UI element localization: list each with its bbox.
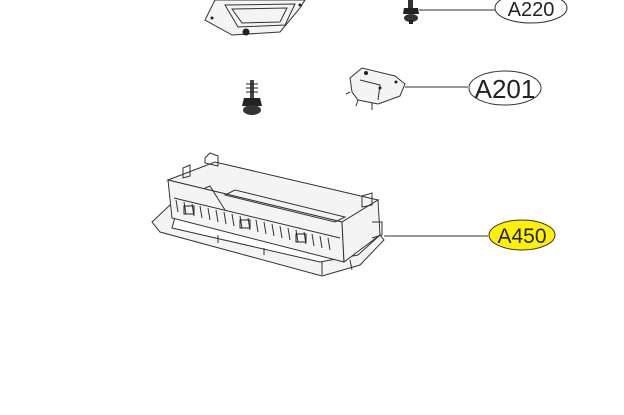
screw: [242, 80, 262, 115]
callout-a450-label: A450: [497, 225, 546, 248]
mounting-bracket: [345, 67, 406, 110]
control-board-housing: [151, 152, 385, 277]
callout-a450: A450: [488, 219, 556, 251]
callout-a220: A220: [494, 0, 568, 24]
callout-a220-label: A220: [508, 0, 555, 21]
callout-a201-label: A201: [475, 74, 536, 104]
screw-a220: [403, 0, 419, 24]
connector-pins: [173, 197, 341, 251]
gasket-plate: [204, 0, 306, 36]
callout-a201: A201: [468, 70, 542, 106]
